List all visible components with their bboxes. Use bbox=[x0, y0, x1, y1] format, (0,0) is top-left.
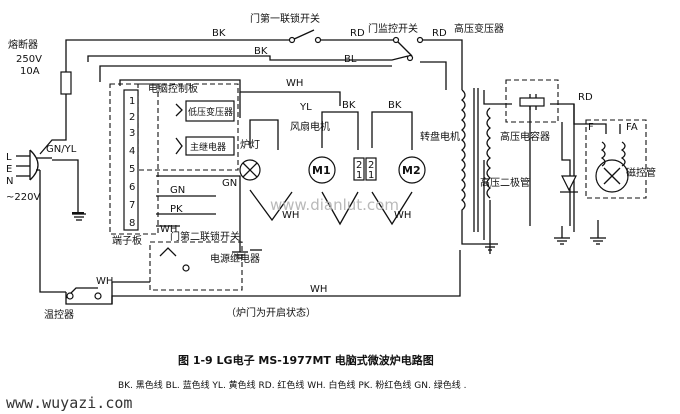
fuse-label: 熔断器 bbox=[8, 38, 38, 51]
terminal-1: 1 bbox=[129, 96, 135, 107]
terminal-board-label: 端子板 bbox=[112, 234, 142, 247]
wire-color-legend: BK. 黑色线 BL. 蓝色线 YL. 黄色线 RD. 红色线 WH. 白色线 … bbox=[118, 379, 466, 391]
ground-symbols bbox=[72, 213, 606, 259]
door-monitor-switch bbox=[392, 36, 424, 62]
ground-5 bbox=[590, 237, 606, 245]
wire-wh-bottom: WH bbox=[310, 284, 327, 295]
connector-b-2: 2 bbox=[368, 160, 374, 171]
terminal-2: 2 bbox=[129, 112, 135, 123]
wire-gn-side: GN bbox=[222, 178, 237, 189]
wire-bk-motor1: BK bbox=[342, 100, 356, 111]
hv-transformer-label: 高压变压器 bbox=[454, 22, 504, 35]
wire-bk-motor2: BK bbox=[388, 100, 402, 111]
ground-1 bbox=[72, 213, 86, 221]
lv-transformer-label: 低压变压器 bbox=[188, 106, 233, 118]
hv-transformer bbox=[460, 88, 492, 245]
connector-a-1: 1 bbox=[356, 170, 362, 181]
ground-3 bbox=[482, 243, 498, 251]
terminal-board bbox=[109, 83, 159, 235]
wire-bl: BL bbox=[344, 54, 357, 65]
fan-motor-label-cn: 风扇电机 bbox=[290, 120, 330, 133]
wire-wh-top: WH bbox=[286, 78, 303, 89]
terminal-numbers: 1 2 3 4 5 6 7 8 bbox=[129, 96, 135, 229]
mains-voltage-label: ~220V bbox=[6, 192, 40, 203]
hv-capacitor bbox=[505, 79, 559, 123]
wire-gn-terminal: GN bbox=[170, 185, 185, 196]
mains-e-label: E bbox=[6, 164, 12, 175]
power-relay bbox=[149, 241, 243, 291]
wire-color-labels: BK BK RD RD BL WH YL BK BK RD GN GN PK W… bbox=[96, 28, 593, 295]
magnetron bbox=[585, 119, 647, 199]
door-state-label: （炉门为开启状态） bbox=[226, 306, 316, 319]
fuse bbox=[60, 71, 72, 95]
wire-rd-2: RD bbox=[432, 28, 447, 39]
fan-motor-m1: M1 bbox=[308, 156, 336, 184]
door-first-interlock-switch bbox=[288, 29, 322, 44]
terminal-7: 7 bbox=[129, 200, 135, 211]
magnetron-fa-label: FA bbox=[626, 122, 638, 133]
terminal-4: 4 bbox=[129, 146, 135, 157]
wire-wh-terminal: WH bbox=[160, 224, 177, 235]
thermostat-label: 温控器 bbox=[44, 308, 74, 321]
wire-rd-1: RD bbox=[350, 28, 365, 39]
wire-wh-thermo: WH bbox=[96, 276, 113, 287]
wire-wh-motor2: WH bbox=[394, 210, 411, 221]
magnetron-f-label: F bbox=[588, 122, 594, 133]
ground-4 bbox=[554, 237, 570, 245]
computer-control-board bbox=[137, 83, 239, 171]
door-monitor-switch-label: 门监控开关 bbox=[368, 22, 418, 35]
fuse-rating-v: 250V bbox=[16, 54, 42, 65]
hv-capacitor-label: 高压电容器 bbox=[500, 130, 550, 143]
mains-n-label: N bbox=[6, 176, 13, 187]
lamp-label: 炉灯 bbox=[240, 139, 260, 151]
thermostat bbox=[66, 292, 102, 300]
hv-diode bbox=[560, 175, 578, 193]
hv-diode-label: 高压二极管 bbox=[480, 176, 530, 189]
terminal-8: 8 bbox=[129, 218, 135, 229]
magnetron-label: 磁控管 bbox=[626, 166, 656, 179]
lamp-icon bbox=[239, 159, 261, 181]
watermark-center: www.dianlut.com bbox=[270, 196, 399, 214]
door-second-interlock-label: 门第二联锁开关 bbox=[170, 230, 240, 243]
wire-rd-right: RD bbox=[578, 92, 593, 103]
gn-yl-label: GN/YL bbox=[46, 144, 77, 155]
wire-bk-2: BK bbox=[254, 46, 268, 57]
computer-board-label: 电脑控制板 bbox=[148, 82, 198, 95]
connector-b-1: 1 bbox=[368, 170, 374, 181]
terminal-6: 6 bbox=[129, 182, 135, 193]
mains-l-label: L bbox=[6, 152, 12, 163]
fuse-rating-a: 10A bbox=[20, 66, 40, 77]
watermark-bottom-left: www.wuyazi.com bbox=[6, 394, 132, 412]
fan-motor-label: M1 bbox=[312, 164, 331, 177]
terminal-3: 3 bbox=[129, 128, 135, 139]
connectors: 2 1 2 1 bbox=[353, 157, 377, 181]
turntable-motor-label: M2 bbox=[402, 164, 421, 177]
ground-2 bbox=[232, 251, 248, 259]
power-relay-label: 电源继电器 bbox=[210, 252, 260, 265]
figure-title: 图 1-9 LG电子 MS-1977MT 电脑式微波炉电路图 bbox=[178, 353, 434, 367]
main-relay-label: 主继电器 bbox=[190, 141, 226, 153]
component-labels: 门第一联锁开关 门监控开关 高压变压器 熔断器 250V 10A 电脑控制板 低… bbox=[6, 12, 656, 321]
wire-yl: YL bbox=[299, 102, 312, 113]
connector-a-2: 2 bbox=[356, 160, 362, 171]
door-first-interlock-label: 门第一联锁开关 bbox=[250, 12, 320, 25]
wire-wh-motor1: WH bbox=[282, 210, 299, 221]
turntable-motor-m2: M2 bbox=[398, 156, 426, 184]
terminal-5: 5 bbox=[129, 164, 135, 175]
turntable-motor-label-cn: 转盘电机 bbox=[420, 130, 460, 143]
mains-plug bbox=[16, 149, 52, 181]
wire-pk: PK bbox=[170, 204, 183, 215]
wire-bk-1: BK bbox=[212, 28, 226, 39]
